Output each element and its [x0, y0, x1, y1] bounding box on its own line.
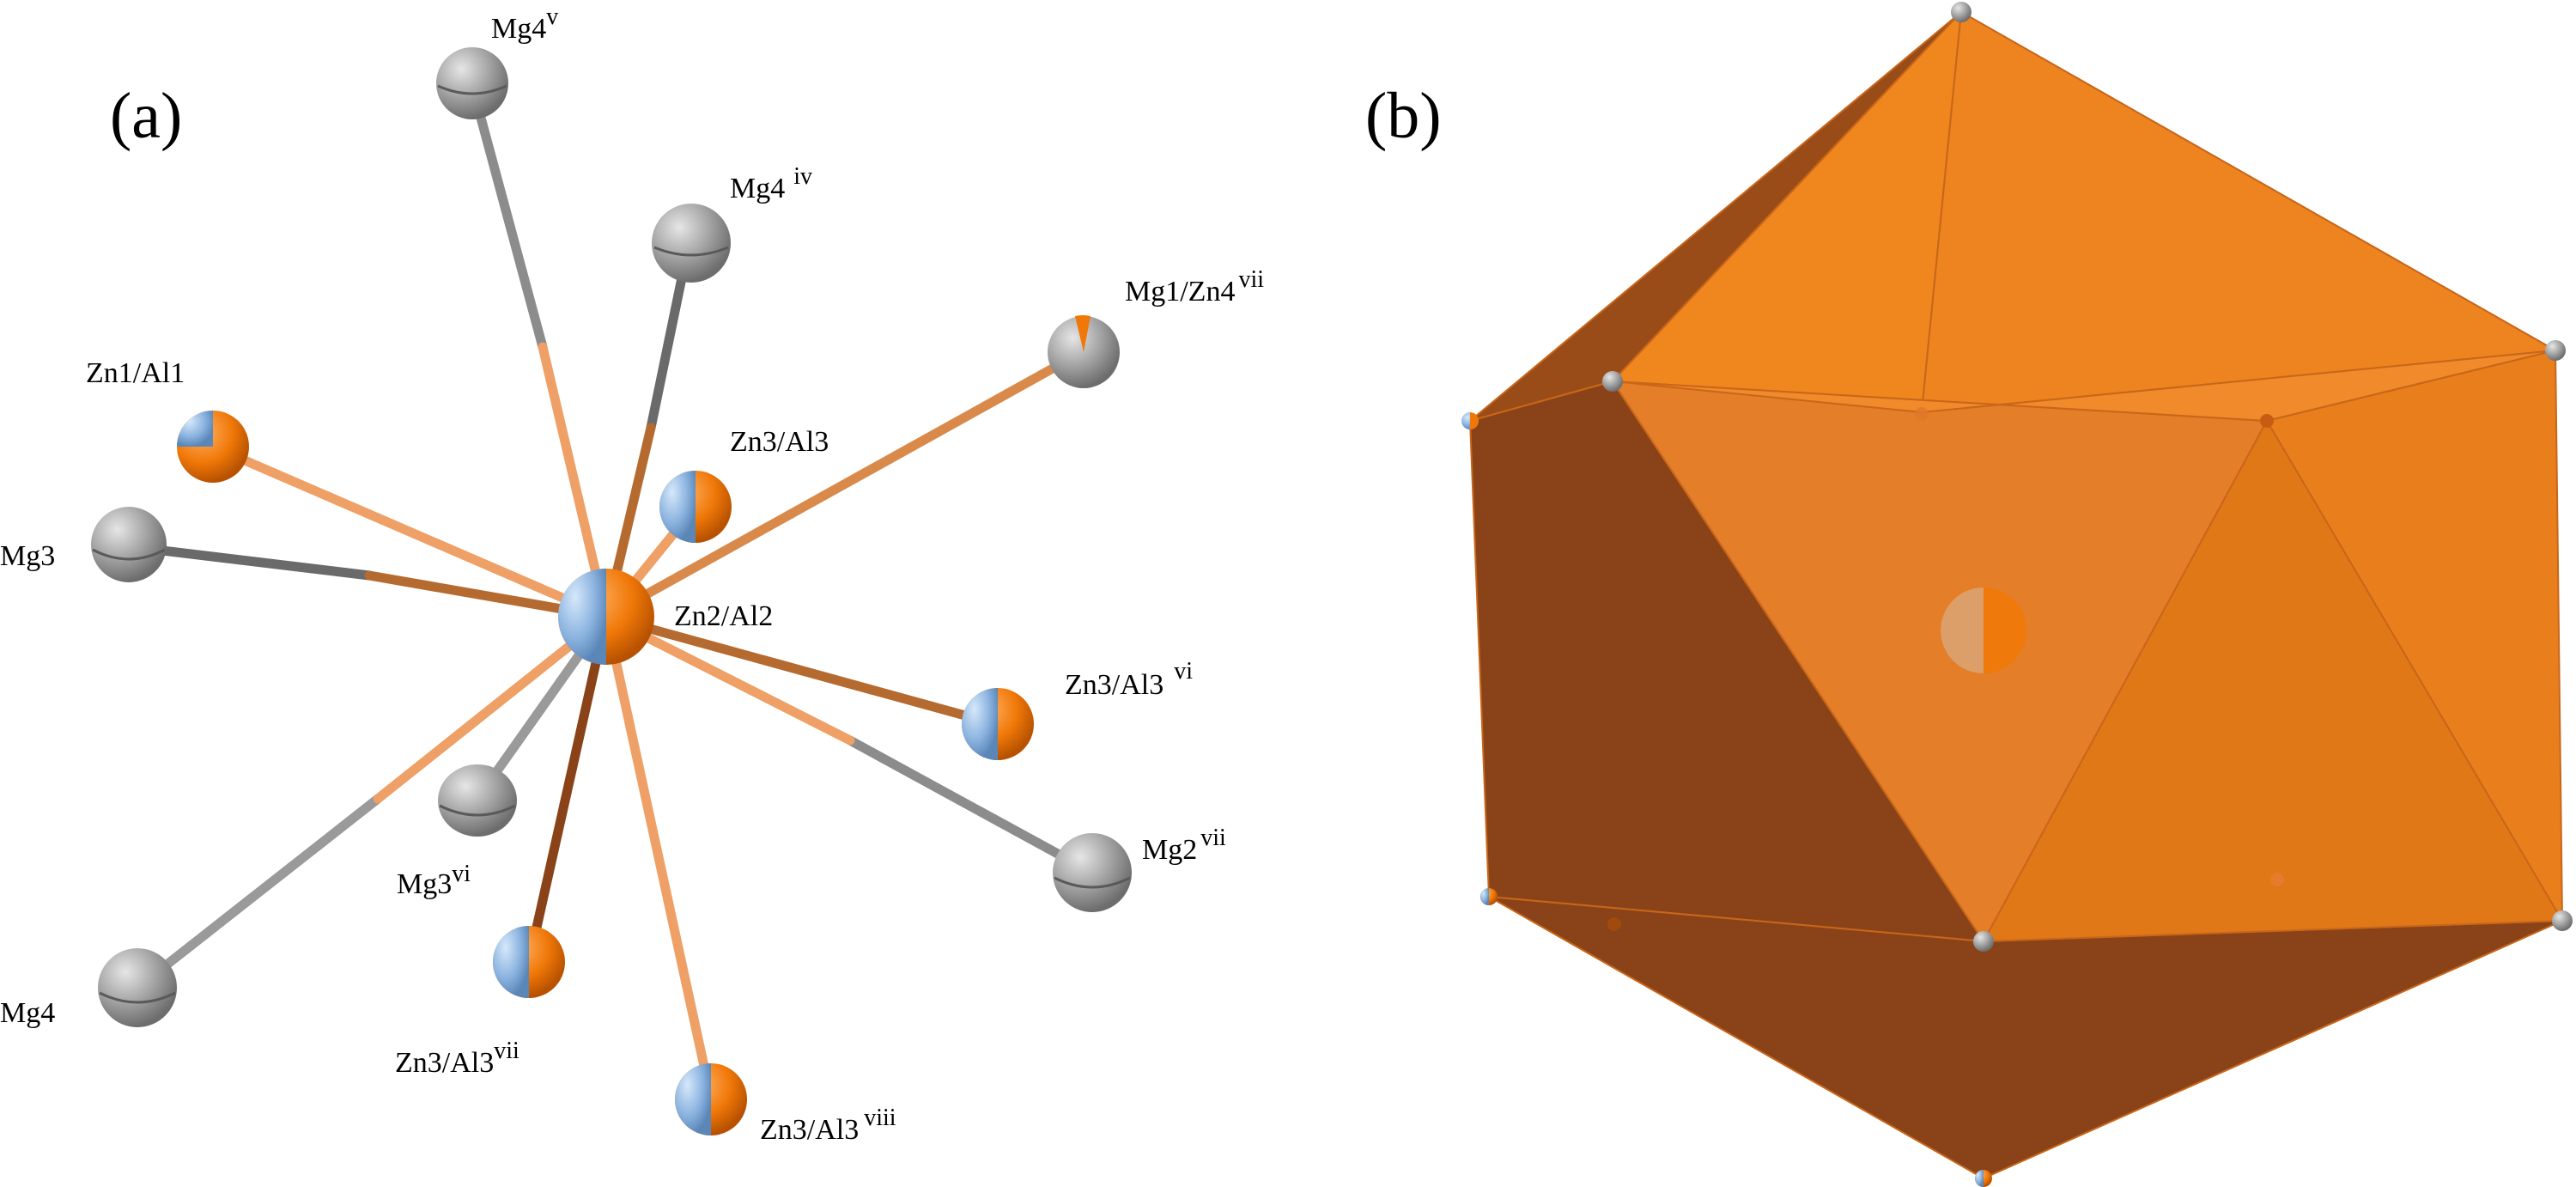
central-atom	[1941, 587, 2026, 673]
panel-b: (b)	[1365, 2, 2573, 1187]
panel-a: (a)	[0, 3, 1264, 1146]
vertex-inner-4	[2270, 873, 2284, 886]
bond-mg4v	[467, 81, 611, 622]
svg-text:Zn1/Al1: Zn1/Al1	[86, 357, 185, 389]
svg-text:Mg3: Mg3	[0, 540, 55, 572]
atom-zn3al3a: Zn3/Al3	[659, 426, 829, 543]
vertex-bottom	[1975, 1170, 1992, 1187]
vertex-inner-2	[2260, 414, 2274, 428]
bond-mg4	[132, 612, 611, 993]
vertex-upper-right	[2545, 340, 2566, 361]
svg-text:Mg4v: Mg4v	[491, 3, 558, 45]
vertex-top	[1951, 2, 1971, 22]
atom-mg3: Mg3	[0, 507, 167, 582]
atom-zn3al3vii: Zn3/Al3vii	[395, 926, 565, 1079]
svg-text:Zn3/Al3vi: Zn3/Al3vi	[1065, 658, 1193, 701]
bond-zn3al3viii	[601, 612, 716, 1103]
vertex-left	[1461, 412, 1479, 429]
bond-zn3al3vii	[524, 612, 611, 967]
atom-zn2al2-center: Zn2/Al2	[558, 569, 773, 665]
panel-b-label: (b)	[1365, 80, 1442, 152]
svg-text:Zn3/Al3vii: Zn3/Al3vii	[395, 1038, 519, 1079]
vertex-inner-3	[1607, 917, 1621, 931]
atom-mg3vi: Mg3vi	[397, 764, 517, 900]
face-top-right	[1921, 11, 2556, 413]
bond-zn3al3vi	[601, 612, 1001, 729]
svg-text:Zn3/Al3: Zn3/Al3	[730, 426, 829, 458]
panel-a-label: (a)	[110, 80, 182, 152]
vertex-lower-left	[1480, 888, 1498, 905]
polyhedron-vertices	[1461, 2, 2573, 1187]
svg-text:Zn2/Al2: Zn2/Al2	[674, 600, 773, 632]
face-front-lower	[1983, 420, 2563, 942]
atom-zn1al1: Zn1/Al1	[86, 357, 249, 483]
bond-zn1al1	[208, 441, 611, 622]
face-top-left	[1612, 11, 1962, 413]
svg-text:Mg3vi: Mg3vi	[397, 861, 471, 900]
atom-mg4v: Mg4v	[436, 3, 558, 119]
bonds	[122, 81, 1097, 1103]
svg-text:Mg4: Mg4	[0, 997, 55, 1029]
coordination-polyhedron	[1469, 11, 2563, 1179]
bond-mg1zn4	[601, 347, 1087, 622]
atom-mg4: Mg4	[0, 948, 177, 1029]
vertex-inner-1	[1915, 407, 1929, 421]
vertex-lower-center	[1973, 931, 1994, 952]
vertex-upper-left	[1602, 371, 1623, 392]
vertex-lower-right	[2552, 910, 2573, 931]
